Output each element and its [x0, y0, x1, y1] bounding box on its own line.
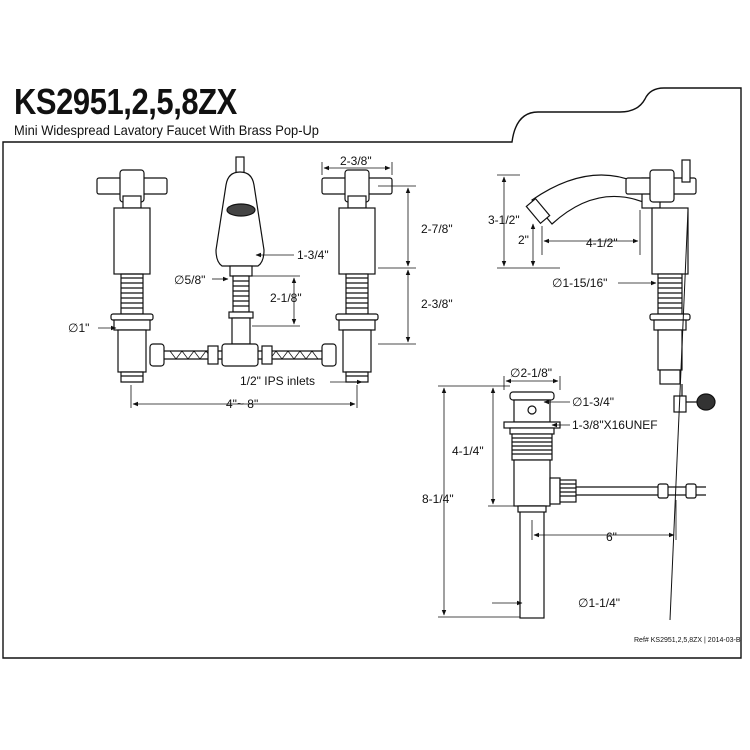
dim-drain-total: 8-1/4"	[422, 492, 454, 506]
dim-spout-clearance: 2"	[518, 233, 529, 247]
dim-rod-length: 6"	[606, 530, 617, 544]
dim-shank-diameter: ∅1"	[68, 321, 89, 335]
right-handle	[321, 169, 393, 383]
dim-spout-shank: 2-1/8"	[270, 291, 302, 305]
drawing-frame	[2, 87, 742, 659]
dim-inlets: 1/2" IPS inlets	[240, 374, 315, 388]
dim-drain-thread: 1-3/8"X16UNEF	[572, 418, 658, 432]
dim-handle-base: ∅1-15/16"	[552, 276, 607, 290]
dim-handle-height: 2-7/8"	[421, 222, 453, 236]
dim-tailpiece: ∅1-1/4"	[578, 596, 620, 610]
model-description: Mini Widespread Lavatory Faucet With Bra…	[14, 122, 319, 138]
front-dimension-lines	[98, 162, 416, 408]
reference-note: Ref# KS2951,2,5,8ZX | 2014-03-B	[634, 637, 741, 644]
drain-dimension-lines	[438, 376, 677, 618]
dim-spread: 4"~ 8"	[226, 397, 258, 411]
dim-spout-reach: 4-1/2"	[586, 236, 618, 250]
dim-drain-flange: ∅2-1/8"	[510, 366, 552, 380]
dim-drain-body: ∅1-3/4"	[572, 395, 614, 409]
front-view	[96, 156, 393, 383]
dim-spout-base: ∅5/8"	[174, 273, 205, 287]
dimension-labels: 2-3/8" 2-7/8" 1-3/4" ∅5/8" 2-1/8" 2-3/8"…	[68, 154, 658, 610]
left-handle	[96, 169, 168, 383]
dim-spout-diameter: 1-3/4"	[297, 248, 329, 262]
dim-drain-upper: 4-1/4"	[452, 444, 484, 458]
pop-up-drain	[503, 391, 706, 619]
dim-spout-height: 3-1/2"	[488, 213, 520, 227]
dim-handle-width: 2-3/8"	[340, 154, 372, 168]
dim-shank-length: 2-3/8"	[421, 297, 453, 311]
side-view	[525, 159, 716, 413]
model-title: KS2951,2,5,8ZX	[14, 81, 237, 122]
connection-hoses	[149, 343, 337, 367]
center-spout	[215, 156, 265, 345]
side-dimension-lines	[497, 174, 689, 621]
